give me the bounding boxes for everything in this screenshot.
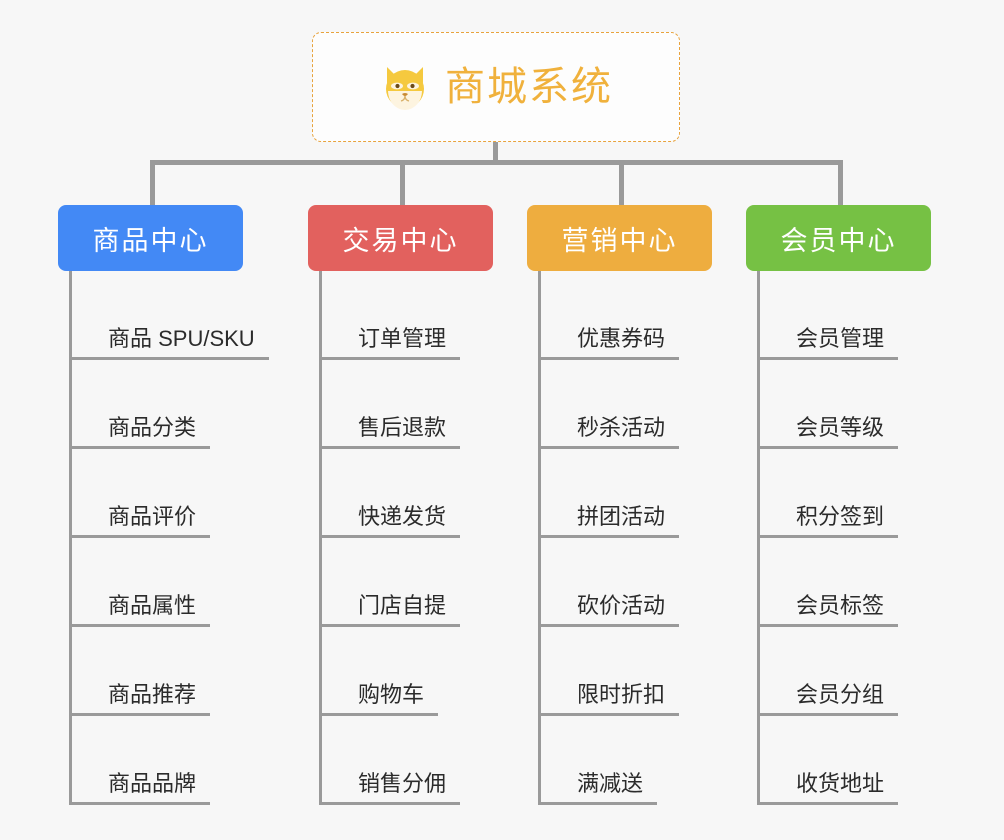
leaf-item[interactable]: 订单管理 (322, 271, 493, 360)
leaf-item[interactable]: 商品评价 (72, 449, 243, 538)
branch-4: 会员中心会员管理会员等级积分签到会员标签会员分组收货地址 (746, 205, 931, 805)
leaf-item[interactable]: 满减送 (541, 716, 712, 805)
connector-drop-3 (619, 160, 624, 208)
leaf-item[interactable]: 售后退款 (322, 360, 493, 449)
branch-header-label: 交易中心 (342, 225, 459, 256)
leaf-item[interactable]: 会员分组 (760, 627, 931, 716)
leaf-item[interactable]: 秒杀活动 (541, 360, 712, 449)
connector-drop-4 (838, 160, 843, 208)
branch-items-2: 订单管理售后退款快递发货门店自提购物车销售分佣 (319, 271, 493, 805)
leaf-item[interactable]: 会员等级 (760, 360, 931, 449)
branch-3: 营销中心优惠券码秒杀活动拼团活动砍价活动限时折扣满减送 (527, 205, 712, 805)
leaf-item-label: 商品分类 (72, 415, 211, 449)
leaf-item-label: 售后退款 (322, 415, 461, 449)
leaf-item-label: 拼团活动 (541, 504, 680, 538)
branch-header-label: 营销中心 (561, 225, 678, 256)
branch-items-1: 商品 SPU/SKU 商品分类商品评价商品属性商品推荐商品品牌 (69, 271, 269, 805)
leaf-item[interactable]: 优惠券码 (541, 271, 712, 360)
branch-header-2[interactable]: 交易中心 (308, 205, 493, 271)
leaf-item[interactable]: 门店自提 (322, 538, 493, 627)
leaf-item[interactable]: 拼团活动 (541, 449, 712, 538)
leaf-item[interactable]: 商品属性 (72, 538, 243, 627)
branch-header-3[interactable]: 营销中心 (527, 205, 712, 271)
leaf-item[interactable]: 购物车 (322, 627, 493, 716)
leaf-item-label: 积分签到 (760, 504, 899, 538)
connector-drop-2 (400, 160, 405, 208)
leaf-item-label: 商品 SPU/SKU (72, 326, 269, 360)
branch-items-4: 会员管理会员等级积分签到会员标签会员分组收货地址 (757, 271, 931, 805)
leaf-item[interactable]: 快递发货 (322, 449, 493, 538)
leaf-item-label: 满减送 (541, 771, 658, 805)
leaf-item-label: 会员管理 (760, 326, 899, 360)
leaf-item[interactable]: 会员管理 (760, 271, 931, 360)
branch-2: 交易中心订单管理售后退款快递发货门店自提购物车销售分佣 (308, 205, 493, 805)
leaf-item-label: 订单管理 (322, 326, 461, 360)
connector-horizontal-bus (150, 160, 840, 165)
leaf-item[interactable]: 商品 SPU/SKU (72, 271, 269, 360)
leaf-item-label: 秒杀活动 (541, 415, 680, 449)
leaf-item[interactable]: 销售分佣 (322, 716, 493, 805)
leaf-item-label: 商品推荐 (72, 682, 211, 716)
leaf-item[interactable]: 商品分类 (72, 360, 243, 449)
leaf-item[interactable]: 砍价活动 (541, 538, 712, 627)
branch-header-label: 商品中心 (92, 225, 209, 256)
branch-items-3: 优惠券码秒杀活动拼团活动砍价活动限时折扣满减送 (538, 271, 712, 805)
leaf-item-label: 购物车 (322, 682, 439, 716)
leaf-item-label: 限时折扣 (541, 682, 680, 716)
leaf-item-label: 优惠券码 (541, 326, 680, 360)
leaf-item-label: 销售分佣 (322, 771, 461, 805)
leaf-item[interactable]: 商品品牌 (72, 716, 243, 805)
leaf-item[interactable]: 积分签到 (760, 449, 931, 538)
leaf-item-label: 商品评价 (72, 504, 211, 538)
leaf-item-label: 收货地址 (760, 771, 899, 805)
branch-header-4[interactable]: 会员中心 (746, 205, 931, 271)
root-title: 商城系统 (445, 65, 613, 109)
root-node[interactable]: 商城系统 (312, 32, 680, 142)
leaf-item[interactable]: 会员标签 (760, 538, 931, 627)
leaf-item-label: 商品品牌 (72, 771, 211, 805)
connector-root-stem (493, 142, 498, 164)
leaf-item[interactable]: 限时折扣 (541, 627, 712, 716)
leaf-item-label: 快递发货 (322, 504, 461, 538)
leaf-item[interactable]: 收货地址 (760, 716, 931, 805)
leaf-item-label: 会员等级 (760, 415, 899, 449)
leaf-item-label: 会员分组 (760, 682, 899, 716)
leaf-item-label: 会员标签 (760, 593, 899, 627)
leaf-item-label: 砍价活动 (541, 593, 680, 627)
shiba-dog-icon (379, 61, 431, 113)
branch-header-label: 会员中心 (780, 225, 897, 256)
leaf-item-label: 商品属性 (72, 593, 211, 627)
branch-header-1[interactable]: 商品中心 (58, 205, 243, 271)
branch-1: 商品中心商品 SPU/SKU 商品分类商品评价商品属性商品推荐商品品牌 (58, 205, 269, 805)
leaf-item-label: 门店自提 (322, 593, 461, 627)
connector-drop-1 (150, 160, 155, 208)
leaf-item[interactable]: 商品推荐 (72, 627, 243, 716)
